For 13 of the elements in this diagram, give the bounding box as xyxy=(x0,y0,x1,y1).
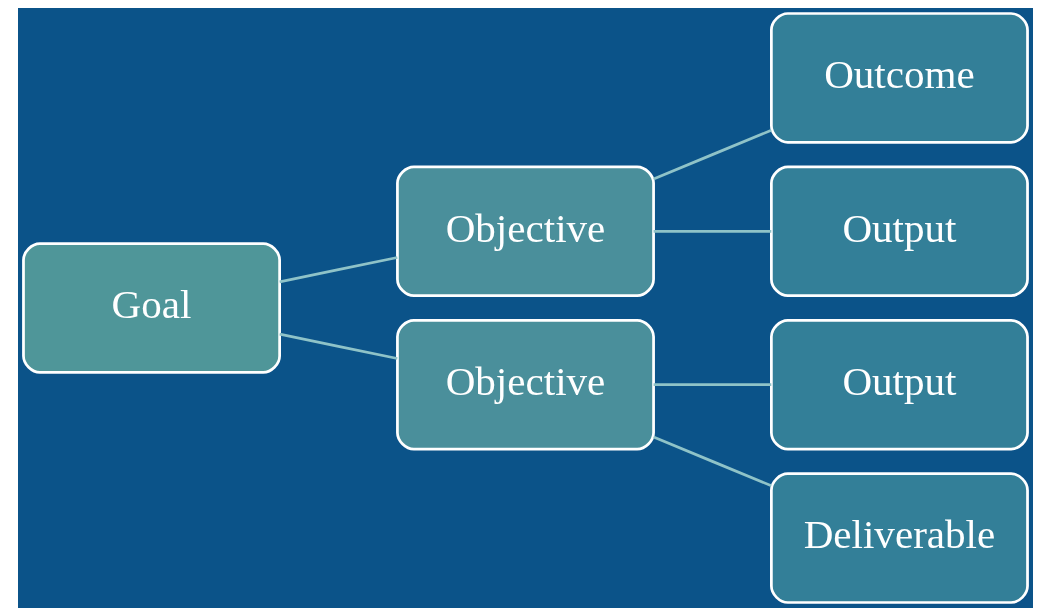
node-box: Output xyxy=(769,165,1029,298)
connector xyxy=(653,229,771,233)
node-box: Goal xyxy=(21,242,281,374)
node-box: Objective xyxy=(395,318,655,451)
connector xyxy=(278,332,398,360)
connector xyxy=(278,256,398,284)
node-box: Outcome xyxy=(769,12,1029,144)
connector xyxy=(653,383,771,387)
connector xyxy=(652,435,772,487)
node-box: Objective xyxy=(395,165,655,298)
node-box: Output xyxy=(769,318,1029,451)
node-box: Deliverable xyxy=(769,472,1029,604)
connector xyxy=(652,129,772,181)
